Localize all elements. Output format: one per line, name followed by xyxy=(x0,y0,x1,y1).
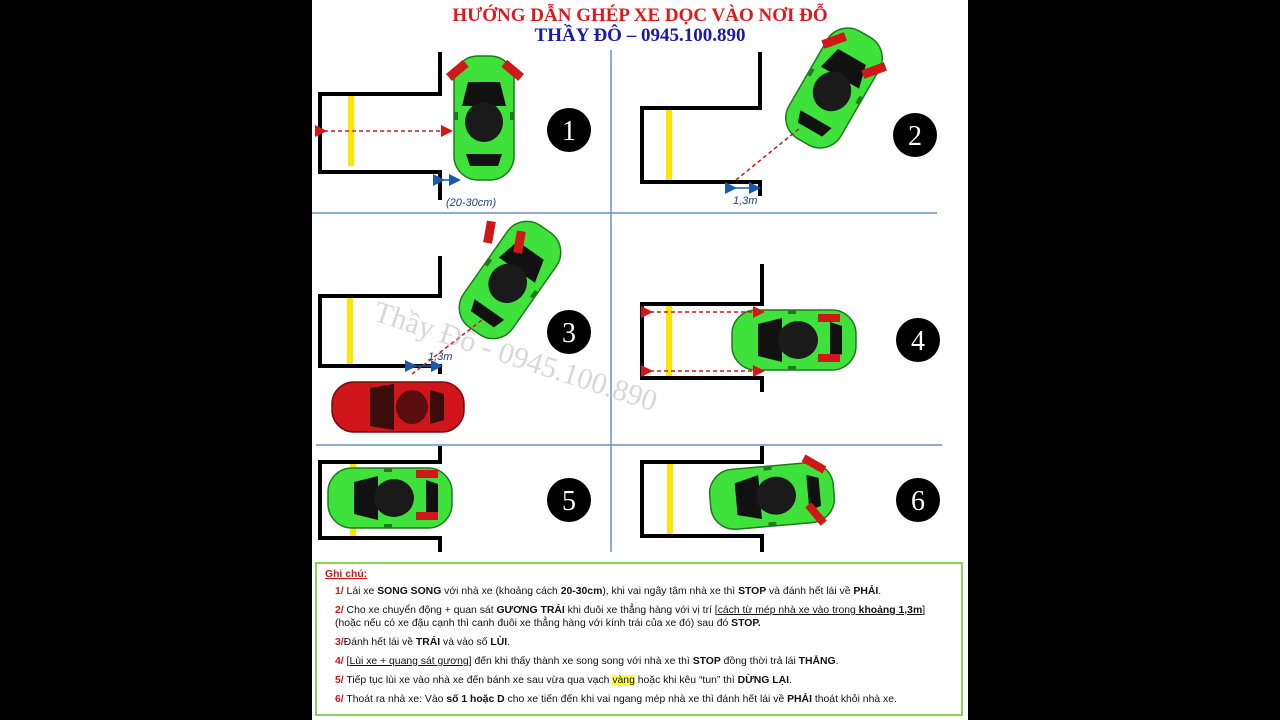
note-5: 5/ Tiếp tục lùi xe vào nhà xe đến bánh x… xyxy=(325,674,953,687)
parking-diagram: (20-30cm) 1 1,3m 2 1,3m xyxy=(312,18,942,552)
note-text: Cho xe chuyển động + quan sát xyxy=(343,605,497,616)
note-text: DỪNG LẠI xyxy=(737,675,790,686)
note-text: 20-30cm xyxy=(560,586,603,597)
note-text: . xyxy=(878,586,882,597)
notes-heading: Ghi chú: xyxy=(325,569,368,580)
note-1: 1/ Lái xe SONG SONG với nhà xe (khoảng c… xyxy=(325,585,953,598)
step-4-number: 4 xyxy=(911,326,925,357)
note-text: Lái xe xyxy=(343,586,378,597)
note-number: 3/ xyxy=(335,637,344,648)
note-text: . xyxy=(507,637,511,648)
note-text: . xyxy=(835,656,839,667)
step-3-red-car xyxy=(331,381,465,433)
note-number: 4/ xyxy=(335,656,344,667)
step-1-badge xyxy=(547,108,591,152)
step-1-distance-label: (20-30cm) xyxy=(446,197,496,209)
note-6: 6/ Thoát ra nhà xe: Vào số 1 hoặc D cho … xyxy=(325,693,953,706)
instruction-sheet: HƯỚNG DẪN GHÉP XE DỌC VÀO NƠI ĐỖ THẦY ĐÔ… xyxy=(312,0,968,720)
notes-box: Ghi chú: 1/ Lái xe SONG SONG với nhà xe … xyxy=(315,562,963,716)
note-text: Thoát ra nhà xe: Vào xyxy=(343,694,447,705)
note-text: đồng thời trả lái xyxy=(720,656,799,667)
note-text: Đánh hết lái về xyxy=(343,637,416,648)
note-text: và đánh hết lái về xyxy=(766,586,854,597)
step-3-badge xyxy=(547,310,591,354)
note-text: STOP. xyxy=(731,618,761,629)
step-5-number: 5 xyxy=(562,486,576,517)
note-3: 3/Đánh hết lái về TRÁI và vào số LÙI. xyxy=(325,636,953,649)
note-line: 1/ Lái xe SONG SONG với nhà xe (khoảng c… xyxy=(335,585,953,598)
note-text: STOP xyxy=(692,656,721,667)
note-line: 4/ [Lùi xe + quang sát gương] đến khi th… xyxy=(335,655,953,668)
note-text: PHẢI xyxy=(787,694,812,705)
step-1-number: 1 xyxy=(562,116,576,147)
note-text: ] (hoặc nếu có xe đậu cạnh thì canh đuôi… xyxy=(335,605,926,629)
step-1-garage xyxy=(318,52,442,200)
note-text: THẲNG xyxy=(798,656,836,667)
note-text: LÙI xyxy=(490,637,508,648)
note-text: Lùi xe + quang sát gương xyxy=(349,656,469,667)
step-4-badge xyxy=(896,318,940,362)
note-number: 5/ xyxy=(335,675,344,686)
page-title: HƯỚNG DẪN GHÉP XE DỌC VÀO NƠI ĐỖ xyxy=(452,5,828,26)
note-text: và vào số xyxy=(440,637,491,648)
note-text: GƯƠNG TRÁI xyxy=(496,605,565,616)
step-5-badge xyxy=(547,478,591,522)
note-number: 6/ xyxy=(335,694,344,705)
note-text: cho xe tiến đến khi vai ngang mép nhà xe… xyxy=(504,694,788,705)
note-text: ), khi vai ngây tâm nhà xe thì xyxy=(602,586,739,597)
step-6-badge xyxy=(896,478,940,522)
note-text: . xyxy=(789,675,792,686)
step-1-car xyxy=(453,55,515,181)
note-text: SONG SONG xyxy=(377,586,442,597)
note-text: hoặc khi kêu “tun” thì xyxy=(634,675,738,686)
step-4-garage xyxy=(640,264,764,392)
note-text: ] đến khi thấy thành xe song song với nh… xyxy=(468,656,693,667)
step-3-number: 3 xyxy=(562,318,576,349)
note-number: 2/ xyxy=(335,605,344,616)
note-line: 3/Đánh hết lái về TRÁI và vào số LÙI. xyxy=(335,636,953,649)
note-text: khoảng 1,3m xyxy=(858,605,923,616)
note-text: số 1 hoặc D xyxy=(446,694,505,705)
step-2-distance-label: 1,3m xyxy=(733,195,757,207)
page-subtitle: THẦY ĐÔ – 0945.100.890 xyxy=(534,25,746,46)
note-text: PHẢI xyxy=(853,586,879,597)
note-text: Tiếp tục lùi xe vào nhà xe đến bánh xe s… xyxy=(343,675,613,686)
note-line: 2/ Cho xe chuyển động + quan sát GƯƠNG T… xyxy=(335,604,953,630)
note-2: 2/ Cho xe chuyển động + quan sát GƯƠNG T… xyxy=(325,604,953,630)
note-text: TRÁI xyxy=(415,637,441,648)
step-2-badge xyxy=(893,113,937,157)
note-text: cách từ mép nhà xe vào trong xyxy=(717,605,859,616)
note-text: với nhà xe (khoảng cách xyxy=(441,586,561,597)
step-3-distance-label: 1,3m xyxy=(428,351,452,363)
step-6-number: 6 xyxy=(911,486,925,517)
note-line: 6/ Thoát ra nhà xe: Vào số 1 hoặc D cho … xyxy=(335,693,953,706)
note-number: 1/ xyxy=(335,586,344,597)
step-2-number: 2 xyxy=(908,121,922,152)
note-line: 5/ Tiếp tục lùi xe vào nhà xe đến bánh x… xyxy=(335,674,953,687)
note-text: STOP xyxy=(738,586,767,597)
note-text: [ xyxy=(343,656,350,667)
step-6-garage xyxy=(640,446,764,552)
note-4: 4/ [Lùi xe + quang sát gương] đến khi th… xyxy=(325,655,953,668)
note-text: vàng xyxy=(612,675,635,686)
note-text: khi đuôi xe thẳng hàng với vị trí [ xyxy=(564,605,718,616)
note-text: thoát khỏi nhà xe. xyxy=(811,694,897,705)
